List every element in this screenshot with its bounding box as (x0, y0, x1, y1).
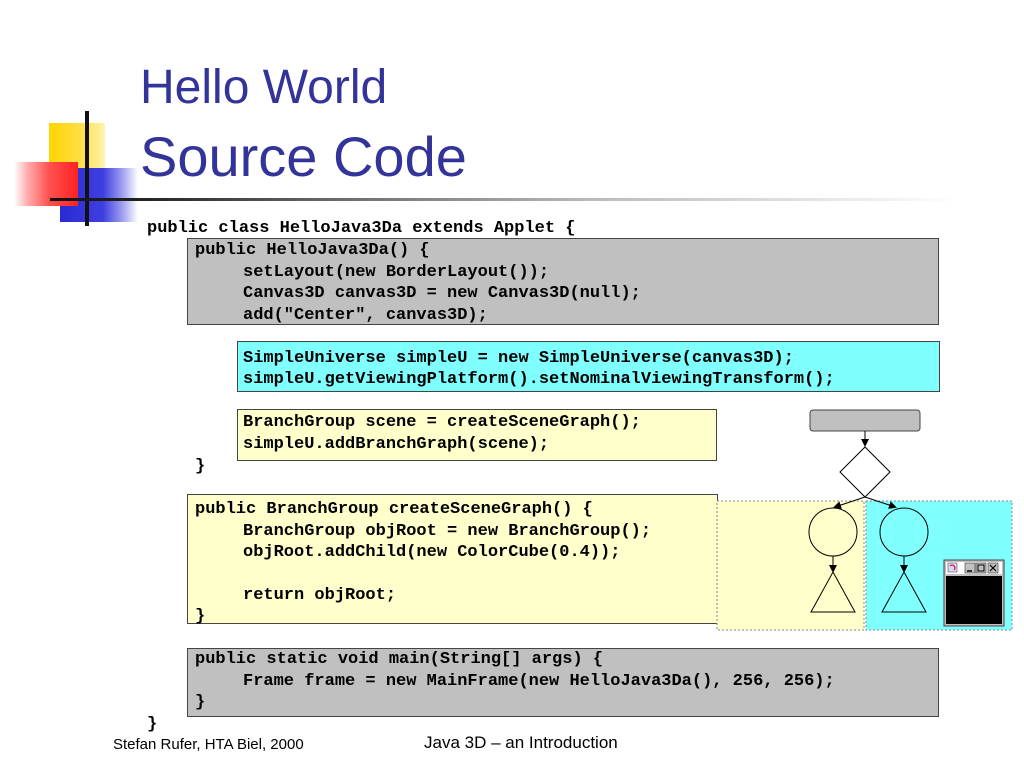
code-line-class-open: public class HelloJava3Da extends Applet… (147, 219, 576, 238)
constructor-code-box (187, 238, 939, 325)
code-line-branch-group-scene: BranchGroup scene = createSceneGraph(); (243, 413, 641, 432)
code-line-create-scene-graph: public BranchGroup createSceneGraph() { (195, 500, 593, 519)
right-leaf-node (881, 570, 927, 613)
slide-title-line1: Hello World (140, 61, 388, 114)
code-line-main-signature: public static void main(String[] args) { (195, 650, 604, 669)
slide-title-line2: Source Code (140, 125, 467, 188)
universe-code-box (237, 341, 940, 392)
code-line-graph-close: } (195, 607, 206, 626)
scene-graph-diagram (716, 409, 1013, 631)
code-line-simple-universe: SimpleUniverse simpleU = new SimpleUnive… (243, 349, 794, 368)
left-leaf-node (810, 570, 856, 613)
code-line-return: return objRoot; (243, 586, 397, 605)
code-line-ctor-signature: public HelloJava3Da() { (195, 241, 430, 260)
code-line-main-frame: Frame frame = new MainFrame(new HelloJav… (243, 672, 835, 691)
code-line-main-close: } (195, 693, 206, 712)
footer-course-title: Java 3D – an Introduction (424, 733, 618, 752)
code-line-ctor-close: } (195, 457, 206, 476)
java-applet-window-icon (947, 562, 958, 573)
code-line-obj-root: BranchGroup objRoot = new BranchGroup(); (243, 522, 652, 541)
edge-to-right-child (864, 496, 897, 509)
code-line-set-layout: setLayout(new BorderLayout()); (243, 263, 550, 282)
code-line-add-center: add("Center", canvas3D); (243, 306, 488, 325)
logo-vertical-line (85, 111, 89, 226)
minimize-icon (964, 562, 976, 574)
title-underline (50, 198, 960, 201)
create-scene-graph-code-box (187, 494, 718, 624)
close-icon (987, 562, 999, 574)
right-group-node (879, 507, 929, 557)
edge-to-left-child (833, 496, 866, 509)
left-group-node (808, 507, 858, 557)
locale-node (809, 409, 921, 432)
applet-window-thumbnail (943, 559, 1005, 627)
footer-author: Stefan Rufer, HTA Biel, 2000 (113, 736, 304, 753)
scene-code-box (237, 409, 717, 461)
branch-group-node (839, 446, 891, 498)
code-line-viewing-platform: simpleU.getViewingPlatform().setNominalV… (243, 370, 835, 389)
code-line-add-branch-graph: simpleU.addBranchGraph(scene); (243, 435, 550, 454)
code-line-add-child: objRoot.addChild(new ColorCube(0.4)); (243, 543, 621, 562)
maximize-icon (975, 562, 987, 574)
main-method-code-box (187, 648, 939, 717)
code-line-canvas3d: Canvas3D canvas3D = new Canvas3D(null); (243, 284, 641, 303)
code-line-class-close: } (147, 715, 158, 734)
canvas3d-view (946, 576, 1002, 624)
